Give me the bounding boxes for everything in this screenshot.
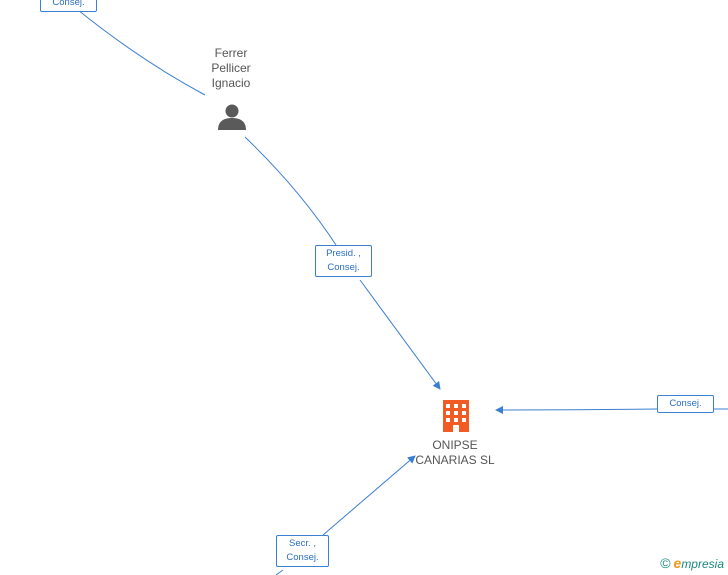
edge-top-left-to-person [77, 9, 206, 96]
edge-label-top-left[interactable]: Consej. [40, 0, 97, 12]
edge-label-person-to-company[interactable]: Presid. , Consej. [315, 245, 372, 277]
edge-label-right-to-company[interactable]: Consej. [657, 395, 714, 413]
edge-label-bottom-to-company[interactable]: Secr. , Consej. [276, 535, 329, 567]
copyright-icon: © [660, 555, 671, 571]
edge-bottom-to-company [275, 456, 415, 575]
brand-logo: ©empresia [660, 555, 724, 571]
company-name[interactable]: ONIPSE CANARIAS SL [415, 438, 495, 467]
person-name[interactable]: Ferrer Pellicer Ignacio [211, 46, 251, 90]
building-icon[interactable] [443, 400, 469, 432]
person-icon[interactable] [218, 104, 246, 131]
edge-right-to-company [496, 409, 728, 410]
edge-person-to-company [244, 136, 440, 389]
